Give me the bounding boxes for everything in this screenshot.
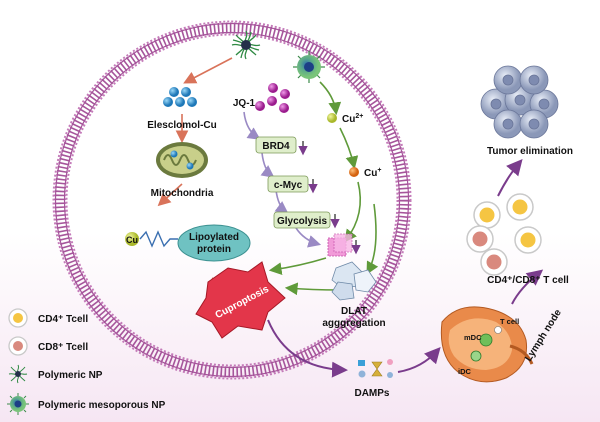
lipoylated-label-line1: Lipoylated (189, 232, 239, 243)
mitochondria-icon (156, 142, 208, 178)
legend-item-polymeric-mesoporous-np: Polymeric mesoporous NP (7, 393, 166, 415)
legend-item-polymeric-np: Polymeric NP (8, 364, 103, 384)
cd4-cd8-label: CD4⁺/CD8⁺ T cell (487, 275, 569, 286)
tcells-to-tumor-arrow (497, 158, 523, 197)
tumor-elimination-label: Tumor elimination (487, 146, 573, 157)
lipoylated-protein: Lipoylated protein (177, 224, 251, 262)
svg-text:BRD4: BRD4 (262, 141, 290, 152)
cu1-label: Cu+ (364, 167, 381, 179)
svg-text:CD4⁺ Tcell: CD4⁺ Tcell (38, 314, 88, 325)
legend-item-cd8: CD8⁺ Tcell (8, 336, 88, 356)
cu1-dot-icon (349, 167, 359, 177)
cmyc-box: c-Myc (267, 175, 309, 193)
brd4-box: BRD4 (255, 136, 297, 154)
lymph-node-icon (440, 306, 534, 383)
mdc-label: mDC (464, 333, 482, 342)
idc-label: iDC (458, 367, 472, 376)
damps-release-arrow (267, 319, 348, 378)
lymph-to-tcells-arrow (511, 269, 544, 305)
dlat-label-line1: DLAT (341, 306, 367, 317)
lipoylated-label-line2: protein (197, 244, 231, 255)
dlat-label-line2: agggregation (322, 318, 385, 329)
elesclomol-cu-dots (163, 87, 197, 107)
t-cell-cluster (466, 193, 542, 276)
protein-complex-icon (327, 233, 353, 257)
cu-dot-icon (125, 232, 139, 246)
svg-text:Polymeric mesoporous NP: Polymeric mesoporous NP (38, 400, 166, 411)
svg-text:c-Myc: c-Myc (274, 180, 303, 191)
jq1-pathway-arrows (243, 111, 322, 248)
cu2-label: Cu2+ (342, 113, 363, 125)
jq1-dots (255, 83, 290, 113)
legend-item-cd4: CD4⁺ Tcell (8, 308, 88, 328)
cu-label: Cu (126, 235, 138, 245)
glycolysis-box: Glycolysis (273, 211, 331, 229)
svg-text:Glycolysis: Glycolysis (277, 216, 327, 227)
legend: CD4⁺ Tcell CD8⁺ Tcell Polymeric NP (7, 308, 166, 415)
svg-text:CD8⁺ Tcell: CD8⁺ Tcell (38, 342, 88, 353)
cell-membrane (52, 20, 412, 380)
polymeric-np-icon (231, 30, 261, 60)
lymph-node-label: Lymph node (523, 307, 564, 363)
damps-label: DAMPs (354, 388, 389, 399)
polymeric-np-legend-icon (8, 364, 28, 384)
cuproptosis-burst: Cuproptosis (195, 261, 286, 339)
dlat-aggregate-icon (331, 261, 377, 301)
damps-icons (358, 359, 393, 378)
svg-text:Polymeric NP: Polymeric NP (38, 370, 103, 381)
jq1-label: JQ-1 (233, 98, 256, 109)
elesclomol-cu-label: Elesclomol-Cu (147, 120, 216, 131)
t-cell-label: T cell (500, 317, 519, 326)
polymeric-mesoporous-np-icon (293, 51, 325, 83)
damps-to-lymph-arrow (397, 347, 441, 373)
polymeric-mesoporous-np-legend-icon (7, 393, 29, 415)
tumor-cluster-icon (480, 65, 559, 139)
lipoyl-chain (139, 230, 178, 248)
cu2-dot-icon (327, 113, 337, 123)
mitochondria-label: Mitochondria (151, 188, 214, 199)
